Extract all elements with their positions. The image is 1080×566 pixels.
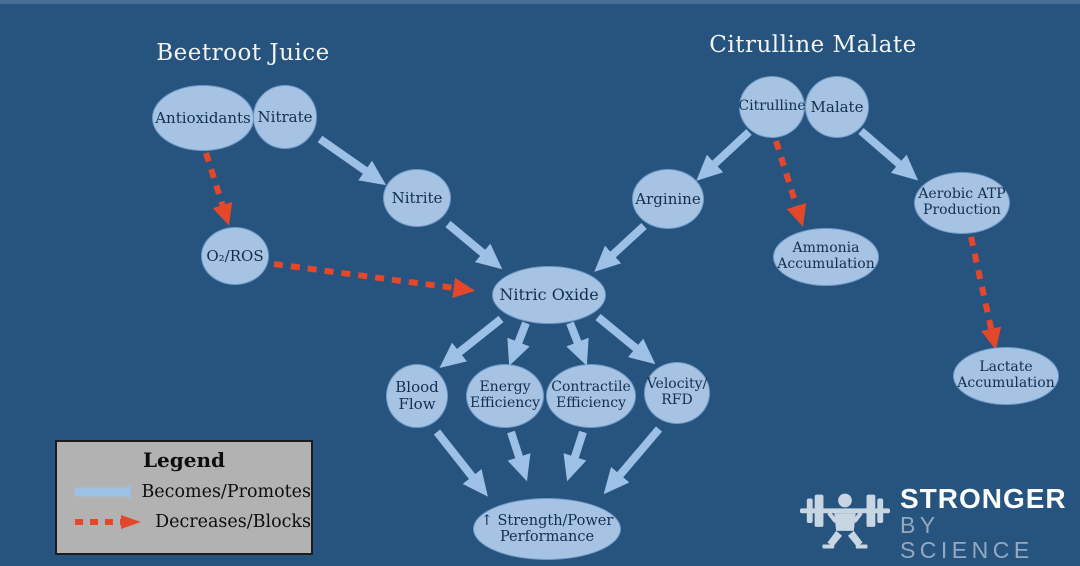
top-edge-strip [0,0,1080,4]
dashed-red-arrow-icon [75,515,141,529]
node-contractile-efficiency: Contractile Efficiency [546,364,636,428]
node-nitrite: Nitrite [383,169,451,227]
arrow-contractile-efficiency-strength [563,430,587,482]
node-malate: Malate [805,76,869,138]
node-nitric-oxide: Nitric Oxide [492,266,606,324]
arrow-aerobic-atp-lactate [968,236,1002,350]
beetroot-juice-title: Beetroot Juice [156,40,330,66]
legend-title: Legend [142,448,226,472]
node-ammonia-accumulation: Ammonia Accumulation [773,228,879,286]
solid-blue-arrow-icon [75,484,132,500]
arrow-energy-efficiency-strength [507,430,531,482]
arrow-nitric-oxide-contractile-efficiency [566,321,589,366]
node-citrulline: Citrulline [738,76,806,138]
arrow-nitric-oxide-blood-flow [439,315,504,368]
logo-text-line2: BY SCIENCE [899,512,1034,563]
legend-row-promotes: Becomes/Promotes [73,482,311,502]
arrow-arginine-nitric-oxide [594,223,647,272]
arrow-nitric-oxide-velocity-rfd [595,313,656,365]
citrulline-malate-title: Citrulline Malate [709,32,917,58]
arrow-citrulline-arginine [696,129,752,181]
node-lactate-accumulation: Lactate Accumulation [953,347,1059,405]
node-o2-ros: O₂/ROS [201,227,269,285]
node-nitrate: Nitrate [253,85,317,149]
stronger-by-science-logo: STRONGER BY SCIENCE [798,484,1080,562]
arrow-nitric-oxide-energy-efficiency [507,321,530,366]
node-antioxidants: Antioxidants [152,85,254,151]
node-aerobic-atp-production: Aerobic ATP Production [914,172,1010,234]
node-blood-flow: Blood Flow [386,364,448,428]
arrow-citrulline-ammonia [773,140,807,227]
legend-label-blocks: Decreases/Blocks [155,512,311,532]
legend-box: Legend Becomes/Promotes Decreases/Blocks [55,440,313,555]
legend-row-blocks: Decreases/Blocks [73,512,311,532]
legend-label-promotes: Becomes/Promotes [141,482,311,502]
arrow-o2ros-nitric-oxide [273,261,476,299]
squat-barbell-icon [799,493,891,549]
arrow-velocity-rfd-strength [603,426,663,495]
logo-text-line1: STRONGER [899,483,1067,514]
arrow-malate-aerobic-atp [858,127,919,181]
node-velocity-rfd: Velocity/ RFD [644,362,710,424]
arrow-blood-flow-strength [433,429,488,497]
arrow-nitrite-nitric-oxide [445,220,503,270]
node-energy-efficiency: Energy Efficiency [466,364,544,428]
arrow-antioxidants-o2ros [203,152,233,226]
logo-text: STRONGER BY SCIENCE [900,484,1080,562]
node-arginine: Arginine [632,169,704,229]
node-strength-power-performance: ↑ Strength/Power Performance [473,498,621,560]
arrow-nitrate-nitrite [317,135,387,186]
